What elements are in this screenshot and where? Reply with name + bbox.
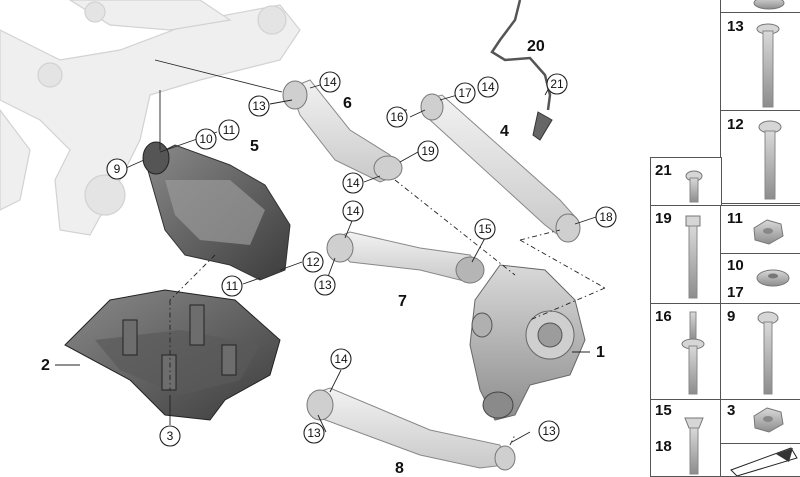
panel-part-11: 11 <box>720 205 800 255</box>
svg-text:14: 14 <box>334 352 348 366</box>
label-6: 6 <box>343 95 352 112</box>
sensor-cable-20 <box>490 0 553 141</box>
callout-15: 15 <box>474 218 496 240</box>
washer-icon <box>756 269 790 287</box>
wheel-carrier-1 <box>469 264 586 421</box>
svg-text:10: 10 <box>199 132 213 146</box>
panel-17-label: 17 <box>727 284 744 301</box>
svg-text:11: 11 <box>226 279 239 293</box>
svg-text:18: 18 <box>599 210 613 224</box>
panel-part-9: 9 <box>720 303 800 401</box>
panel-18-label: 18 <box>655 438 672 455</box>
svg-text:19: 19 <box>421 144 435 158</box>
plain-labels: 20 6 4 5 7 2 1 8 <box>41 38 605 473</box>
callout-10: 10 <box>195 128 217 150</box>
svg-text:16: 16 <box>390 110 404 124</box>
panel-3-label: 3 <box>727 402 736 419</box>
panel-part-16: 16 <box>650 303 722 401</box>
panel-12-label: 12 <box>727 116 744 133</box>
callout-14b: 14 <box>477 76 499 98</box>
svg-text:15: 15 <box>478 222 492 236</box>
callout-19: 19 <box>417 140 439 162</box>
svg-text:12: 12 <box>306 255 320 269</box>
callout-17: 17 <box>454 82 476 104</box>
callout-11a: 11 <box>218 119 240 141</box>
toe-link-8 <box>306 387 516 471</box>
panel-11-label: 11 <box>727 210 743 227</box>
bolt-9-icon <box>757 311 779 395</box>
callout-14c: 14 <box>342 172 364 194</box>
callout-3: 3 <box>159 425 181 447</box>
svg-text:9: 9 <box>114 162 121 176</box>
callout-16: 16 <box>386 106 408 128</box>
svg-text:13: 13 <box>318 278 332 292</box>
label-8: 8 <box>395 460 404 473</box>
svg-text:13: 13 <box>542 424 556 438</box>
nut-3-icon <box>753 407 784 433</box>
svg-text:14: 14 <box>346 176 360 190</box>
bolt-12-icon <box>758 120 782 200</box>
panel-9-label: 9 <box>727 308 736 325</box>
svg-text:17: 17 <box>458 86 472 100</box>
callout-11b: 11 <box>221 275 243 297</box>
callout-14e: 14 <box>330 348 352 370</box>
panel-16-label: 16 <box>655 308 672 325</box>
label-7: 7 <box>398 293 407 310</box>
svg-text:13: 13 <box>307 426 321 440</box>
panel-part-12: 12 <box>720 110 800 204</box>
label-2: 2 <box>41 357 50 374</box>
panel-part-21: 21 <box>650 157 722 207</box>
callout-14d: 14 <box>342 200 364 222</box>
callout-12: 12 <box>302 251 324 273</box>
callout-21: 21 <box>546 73 568 95</box>
label-20: 20 <box>527 38 545 55</box>
panel-part-15-18: 15 18 <box>650 399 722 477</box>
svg-text:11: 11 <box>223 123 236 137</box>
svg-text:3: 3 <box>167 429 174 443</box>
label-5: 5 <box>250 138 259 155</box>
underbody-shield-2 <box>64 289 281 421</box>
callout-14a: 14 <box>319 71 341 93</box>
panel-part-10-17: 10 17 <box>720 253 800 305</box>
callout-13d: 13 <box>538 420 560 442</box>
panel-part-19: 19 <box>650 205 722 305</box>
svg-text:21: 21 <box>550 77 564 91</box>
svg-text:14: 14 <box>323 75 337 89</box>
leader-lines <box>55 59 606 446</box>
callout-13a: 13 <box>248 95 270 117</box>
wishbone-7 <box>326 231 485 284</box>
svg-text:14: 14 <box>481 80 495 94</box>
bolt-13-icon <box>756 23 780 108</box>
nut-11-icon <box>753 219 784 245</box>
trailing-link-5 <box>142 141 291 281</box>
control-arm-6 <box>282 79 403 183</box>
label-4: 4 <box>500 123 509 140</box>
panel-part-13: 13 <box>720 12 800 112</box>
panel-13-label: 13 <box>727 18 744 35</box>
bolt-19-icon <box>685 215 701 299</box>
rear-subframe <box>0 0 301 236</box>
panel-19-label: 19 <box>655 210 672 227</box>
label-1: 1 <box>596 344 605 361</box>
callout-18: 18 <box>595 206 617 228</box>
callout-13b: 13 <box>314 274 336 296</box>
panel-bottom-partial <box>720 443 800 477</box>
panel-10-label: 10 <box>727 257 744 274</box>
hardware-kit-icon <box>730 447 798 476</box>
control-arm-4 <box>420 93 581 243</box>
panel-part-3: 3 <box>720 399 800 445</box>
panel-21-label: 21 <box>655 162 672 179</box>
bolt-15-icon <box>684 417 704 475</box>
callout-13c: 13 <box>303 422 325 444</box>
nut-icon <box>753 0 785 10</box>
panel-15-label: 15 <box>655 402 672 419</box>
callout-9: 9 <box>106 158 128 180</box>
svg-text:14: 14 <box>346 204 360 218</box>
svg-text:13: 13 <box>252 99 266 113</box>
bolt-16-icon <box>681 311 705 395</box>
bolt-21-icon <box>685 170 703 203</box>
